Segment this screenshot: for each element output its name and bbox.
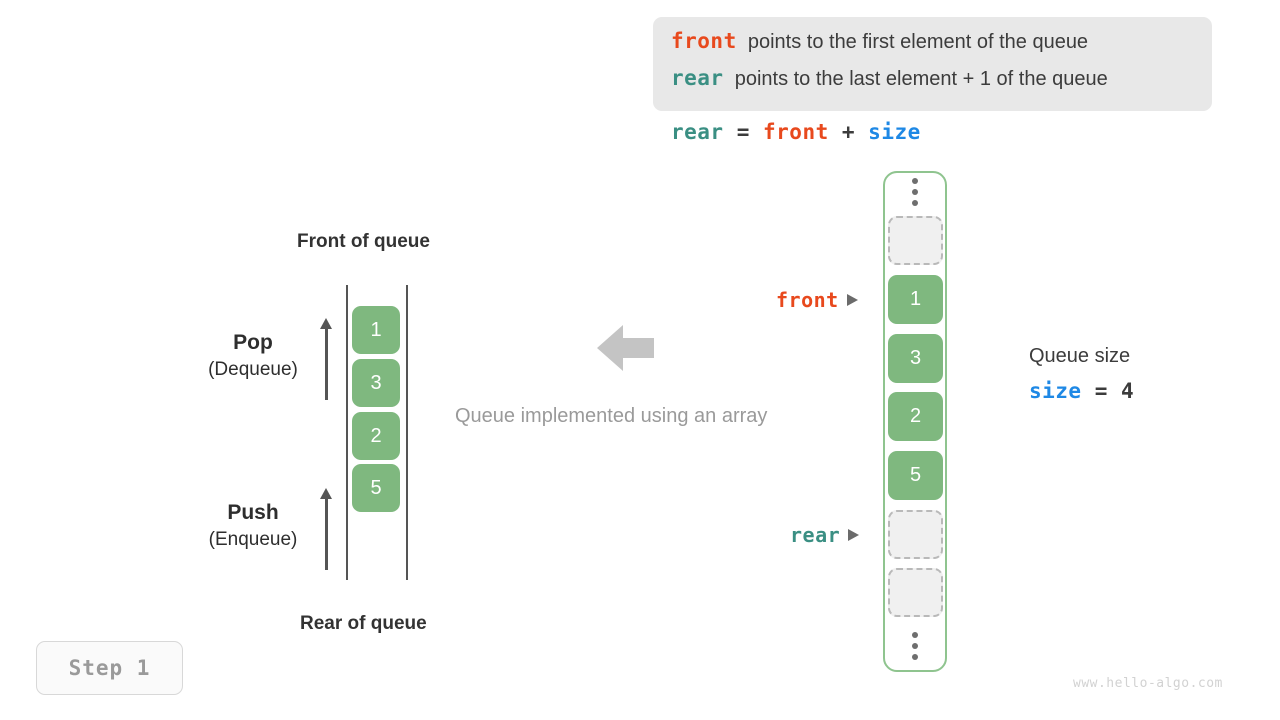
pop-title: Pop bbox=[233, 331, 273, 354]
front-of-queue-label: Front of queue bbox=[297, 231, 430, 252]
note-spacer bbox=[737, 31, 748, 54]
array-cell: 1 bbox=[888, 275, 943, 324]
rear-description: points to the last element + 1 of the qu… bbox=[734, 68, 1108, 90]
rear-pointer-label: rear bbox=[790, 523, 841, 547]
formula-size: size bbox=[868, 120, 921, 144]
step-badge: Step 1 bbox=[36, 641, 183, 695]
pointer-triangle-icon bbox=[846, 294, 858, 306]
queue-rail-right bbox=[406, 285, 408, 580]
formula-lhs: rear bbox=[671, 120, 724, 144]
array-cell: 2 bbox=[888, 392, 943, 441]
queue-cell: 1 bbox=[352, 306, 400, 354]
pop-arrow-up-icon bbox=[318, 318, 334, 400]
rear-pointer: rear bbox=[790, 523, 860, 547]
definition-note-box: front points to the first element of the… bbox=[653, 17, 1212, 111]
size-equals: = bbox=[1081, 379, 1122, 403]
note-line-rear: rear points to the last element + 1 of t… bbox=[671, 66, 1194, 103]
pop-operation-label: Pop (Dequeue) bbox=[178, 330, 328, 384]
note-spacer bbox=[724, 68, 735, 91]
rear-of-queue-label: Rear of queue bbox=[300, 613, 427, 634]
queue-size-expression: size = 4 bbox=[1029, 379, 1134, 403]
front-pointer: front bbox=[776, 288, 858, 312]
front-description: points to the first element of the queue bbox=[747, 31, 1089, 53]
size-value: 4 bbox=[1121, 379, 1135, 403]
push-subtitle: (Enqueue) bbox=[208, 529, 298, 550]
queue-cell: 2 bbox=[352, 412, 400, 460]
vertical-ellipsis-icon bbox=[910, 178, 920, 206]
array-cell bbox=[888, 510, 943, 559]
front-pointer-label: front bbox=[776, 288, 839, 312]
watermark: www.hello-algo.com bbox=[1073, 676, 1223, 691]
step-badge-label: Step 1 bbox=[68, 656, 151, 680]
pointer-triangle-icon bbox=[848, 529, 860, 541]
push-operation-label: Push (Enqueue) bbox=[178, 500, 328, 554]
queue-cell: 5 bbox=[352, 464, 400, 512]
array-cell bbox=[888, 216, 943, 265]
size-variable: size bbox=[1029, 379, 1082, 403]
note-line-front: front points to the first element of the… bbox=[671, 29, 1194, 66]
push-title: Push bbox=[227, 501, 279, 524]
array-cell bbox=[888, 568, 943, 617]
queue-cell: 3 bbox=[352, 359, 400, 407]
front-keyword: front bbox=[671, 29, 737, 53]
formula-plus: + bbox=[828, 120, 869, 144]
push-arrow-up-icon bbox=[318, 488, 334, 570]
rear-keyword: rear bbox=[671, 66, 724, 90]
arrow-left-icon bbox=[597, 325, 654, 371]
rear-formula: rear = front + size bbox=[671, 120, 921, 144]
formula-equals: = bbox=[723, 120, 764, 144]
pop-subtitle: (Dequeue) bbox=[208, 359, 298, 380]
array-cell: 5 bbox=[888, 451, 943, 500]
vertical-ellipsis-icon bbox=[910, 632, 920, 660]
queue-rail-left bbox=[346, 285, 348, 580]
array-cell: 3 bbox=[888, 334, 943, 383]
queue-size-title: Queue size bbox=[1029, 345, 1131, 367]
formula-front: front bbox=[763, 120, 829, 144]
diagram-caption: Queue implemented using an array bbox=[455, 405, 768, 427]
